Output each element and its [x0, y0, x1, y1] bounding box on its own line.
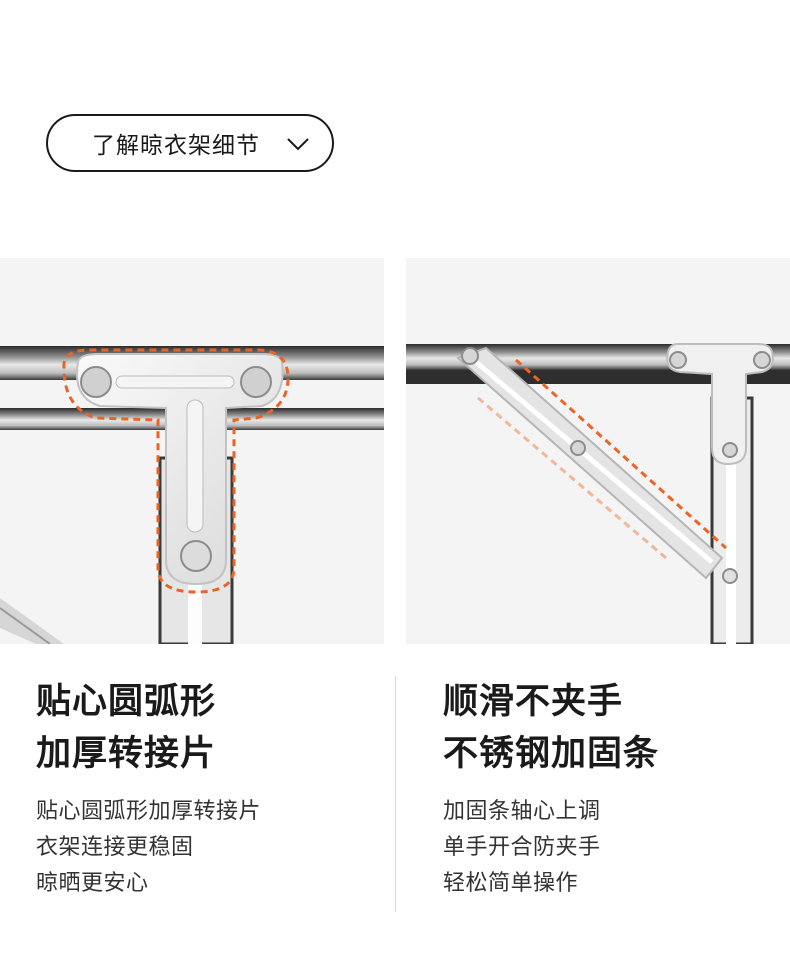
details-toggle-button[interactable]: 了解晾衣架细节 [46, 114, 334, 172]
feature-desc-line2: 单手开合防夹手 [443, 835, 601, 860]
feature-desc-line1: 贴心圆弧形加厚转接片 [36, 799, 262, 824]
feature-title-line1: 顺滑不夹手 [443, 682, 624, 722]
feature-desc-line3: 轻松简单操作 [443, 871, 579, 896]
feature-reinforcement-bar: 顺滑不夹手 不锈钢加固条 加固条轴心上调 单手开合防夹手 轻松简单操作 [443, 676, 659, 902]
feature-title-line2: 不锈钢加固条 [443, 734, 660, 774]
feature-desc-line3: 晾晒更安心 [36, 871, 149, 896]
feature-title-line1: 贴心圆弧形 [36, 682, 217, 722]
details-toggle-label: 了解晾衣架细节 [92, 133, 260, 159]
connector-plate-photo [0, 258, 384, 644]
feature-title-line2: 加厚转接片 [36, 734, 217, 774]
reinforcement-bar-photo [406, 258, 790, 644]
column-divider [395, 676, 396, 912]
feature-desc-line1: 加固条轴心上调 [443, 799, 601, 824]
feature-desc-line2: 衣架连接更稳固 [36, 835, 194, 860]
feature-connector-plate: 贴心圆弧形 加厚转接片 贴心圆弧形加厚转接片 衣架连接更稳固 晾晒更安心 [36, 676, 261, 902]
chevron-down-icon [287, 138, 309, 151]
